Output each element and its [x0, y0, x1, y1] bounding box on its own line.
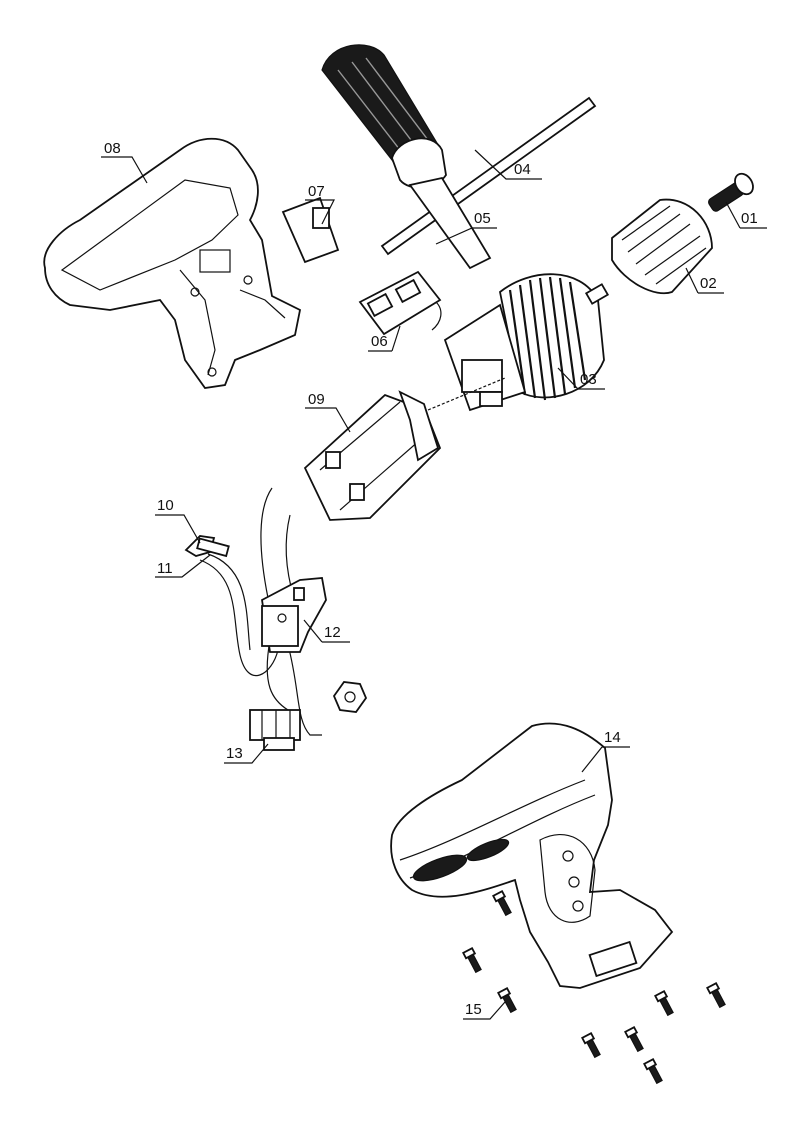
part-12-trigger-switch [261, 577, 327, 653]
part-07-slide-button [281, 196, 340, 264]
part-11-cable [199, 487, 322, 736]
part-09-motor [303, 377, 506, 521]
leader-lines [101, 149, 767, 1020]
label-06: 06 [371, 333, 388, 350]
label-09: 09 [308, 391, 325, 408]
label-02: 02 [700, 275, 717, 292]
part-nut [332, 681, 368, 713]
part-15-housing-screws [462, 890, 726, 1085]
label-11: 11 [157, 560, 173, 577]
label-15: 15 [465, 1001, 482, 1018]
label-04: 04 [514, 161, 531, 178]
part-01-screw [708, 172, 754, 212]
label-08: 08 [104, 140, 121, 157]
part-14-housing-right [390, 722, 674, 989]
part-06-direction-switch [358, 270, 442, 336]
label-03: 03 [580, 371, 597, 388]
part-05-auxiliary-handle [321, 44, 492, 270]
label-01: 01 [741, 210, 758, 227]
label-10: 10 [157, 497, 174, 514]
part-labels: 08 07 04 05 01 02 03 06 09 10 11 12 13 1… [104, 140, 758, 1018]
label-13: 13 [226, 745, 243, 762]
part-13-battery-terminal [249, 709, 301, 751]
label-14: 14 [604, 729, 621, 746]
label-05: 05 [474, 210, 491, 227]
part-03-gearbox [443, 273, 610, 412]
part-08-housing-left [43, 137, 302, 389]
part-02-chuck [611, 198, 713, 295]
label-12: 12 [324, 624, 341, 641]
label-07: 07 [308, 183, 325, 200]
part-10-clip [184, 535, 230, 558]
